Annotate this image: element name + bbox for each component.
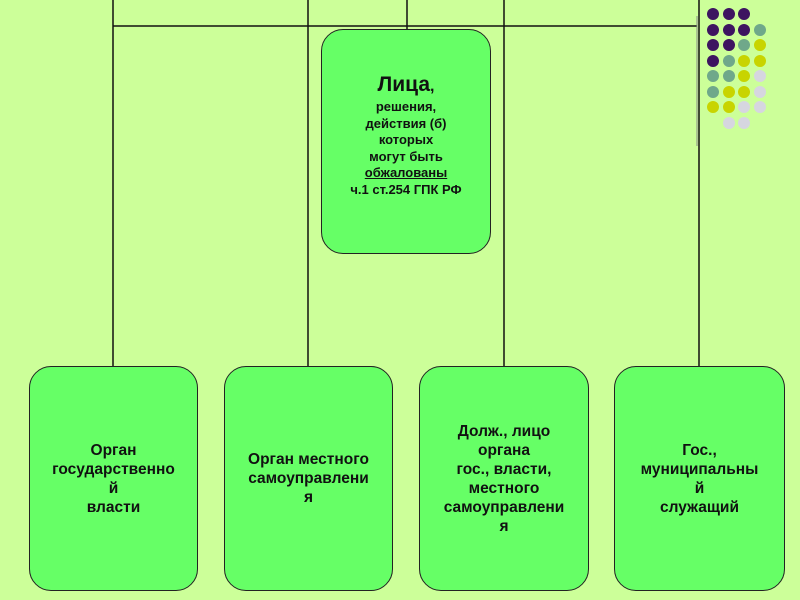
- decorative-dot: [738, 101, 750, 113]
- decorative-dot: [753, 23, 766, 36]
- decorative-dot: [722, 54, 735, 67]
- center-line-2: действия (б): [365, 115, 447, 131]
- decorative-dot: [722, 101, 735, 113]
- decorative-dot: [722, 116, 735, 129]
- decorative-dot: [753, 70, 766, 82]
- decorative-dot: [738, 8, 750, 20]
- decorative-dot: [738, 85, 750, 98]
- box-state-authority-label: Орган государственно й власти: [52, 441, 175, 516]
- box-official-label: Долж., лицо органа гос., власти, местног…: [443, 422, 565, 535]
- decorative-dot: [753, 54, 766, 67]
- center-box: Лица, решения, действия (б) которых могу…: [321, 29, 491, 254]
- box-local-government-label: Орган местного самоуправлени я: [248, 451, 369, 506]
- box-local-government: Орган местного самоуправлени я: [224, 366, 393, 591]
- decorative-dot: [722, 85, 735, 98]
- decorative-dot: [722, 8, 735, 20]
- box-civil-servant: Гос., муниципальны й служащий: [614, 366, 785, 591]
- decorative-dot: [722, 23, 735, 36]
- box-official: Долж., лицо органа гос., власти, местног…: [419, 366, 589, 591]
- decorative-dot: [753, 101, 766, 113]
- decorative-dot: [707, 101, 719, 113]
- decorative-dot-grid: [707, 8, 787, 132]
- decorative-dot: [738, 54, 750, 67]
- decorative-dot: [707, 54, 719, 67]
- decorative-dot: [753, 85, 766, 98]
- decorative-dot: [707, 70, 719, 82]
- center-title: Лица,: [377, 73, 435, 96]
- decorative-dot: [722, 39, 735, 51]
- center-line-4: могут быть: [369, 148, 443, 164]
- decorative-dot: [738, 116, 750, 129]
- decorative-dot: [707, 85, 719, 98]
- box-civil-servant-label: Гос., муниципальны й служащий: [640, 441, 759, 516]
- decorative-dot: [738, 23, 750, 36]
- center-line-6: ч.1 ст.254 ГПК РФ: [350, 181, 462, 197]
- decorative-dot: [707, 23, 719, 36]
- box-state-authority: Орган государственно й власти: [29, 366, 198, 591]
- decorative-dot: [753, 39, 766, 51]
- center-line-3: которых: [378, 132, 434, 147]
- center-line-5: обжалованы: [364, 165, 448, 180]
- decorative-dot: [738, 39, 750, 51]
- decorative-dot: [738, 70, 750, 82]
- decorative-dot: [707, 8, 719, 20]
- decorative-dot: [707, 39, 719, 51]
- decorative-dot: [722, 70, 735, 82]
- center-line-1: решения,: [375, 99, 437, 114]
